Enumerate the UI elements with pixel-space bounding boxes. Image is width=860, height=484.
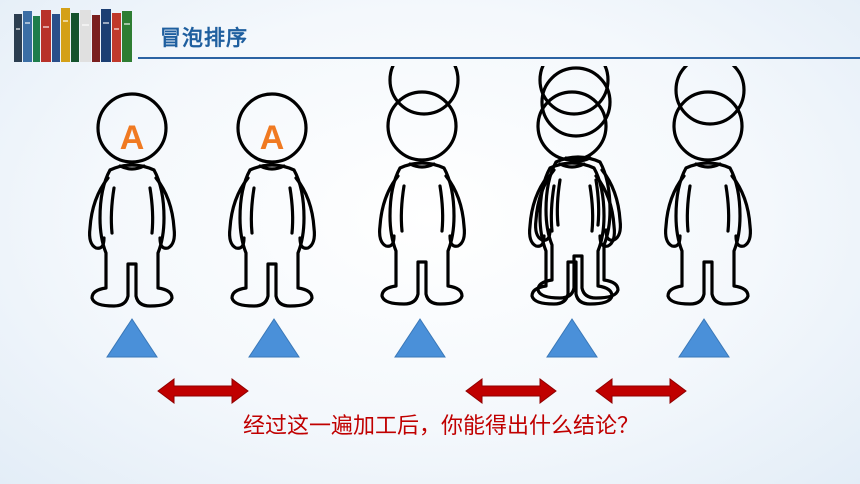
triangle-marker-5 xyxy=(678,318,730,358)
header-divider xyxy=(138,57,860,59)
triangle-marker-1 xyxy=(106,318,158,358)
person-figure-1 xyxy=(87,92,176,308)
triangle-marker-4 xyxy=(546,318,598,358)
swap-arrow-icon-1 xyxy=(157,378,249,404)
figure-label-2: A xyxy=(259,119,285,157)
triangle-marker-2 xyxy=(248,318,300,358)
triangle-marker-3 xyxy=(394,318,446,358)
figure-label-1: A xyxy=(119,119,145,157)
person-figure-3 xyxy=(378,66,466,306)
person-figure-2 xyxy=(228,92,316,308)
swap-arrow-icon-3 xyxy=(595,378,687,404)
person-figure-5 xyxy=(663,66,753,306)
book-stack-icon xyxy=(14,8,132,62)
swap-arrow-icon-2 xyxy=(465,378,557,404)
conclusion-question: 经过这一遍加工后，你能得出什么结论？ xyxy=(242,414,639,439)
person-figure-4 xyxy=(527,66,623,306)
page-title: 冒泡排序 xyxy=(160,26,248,50)
